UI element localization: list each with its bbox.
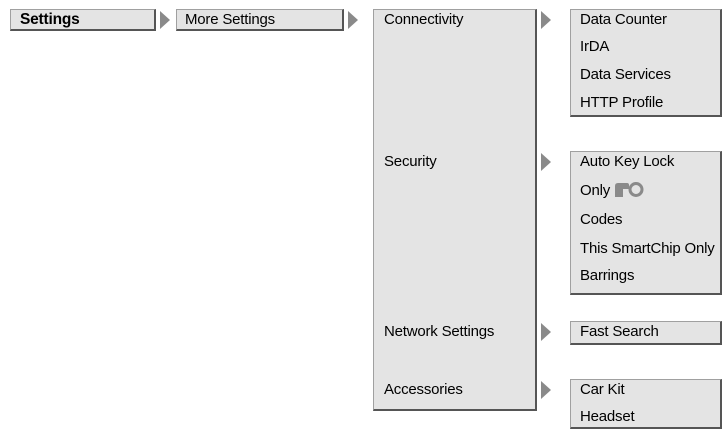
submenu-arrow-icon <box>541 381 551 399</box>
menu-item-auto-key-lock[interactable]: Auto Key Lock <box>580 153 675 170</box>
key-lock-icon <box>615 182 644 197</box>
menu-item-fast-search[interactable]: Fast Search <box>580 323 659 340</box>
menu-item-connectivity[interactable]: Connectivity <box>384 11 464 28</box>
menu-item-data-counter[interactable]: Data Counter <box>580 11 667 28</box>
menu-item-headset[interactable]: Headset <box>580 408 635 425</box>
menu-item-network-settings[interactable]: Network Settings <box>384 323 495 340</box>
menu-item-only[interactable]: Only <box>580 180 646 200</box>
network-submenu-box <box>570 321 722 345</box>
submenu-arrow-icon <box>541 153 551 171</box>
security-submenu-box <box>570 151 722 295</box>
menu-item-security[interactable]: Security <box>384 153 437 170</box>
menu-item-barrings[interactable]: Barrings <box>580 267 635 284</box>
menu-item-car-kit[interactable]: Car Kit <box>580 381 625 398</box>
menu-item-accessories[interactable]: Accessories <box>384 381 463 398</box>
menu-item-only-label: Only <box>580 182 611 199</box>
menu-item-more-settings: More Settings <box>185 11 275 28</box>
menu-item-irda[interactable]: IrDA <box>580 38 610 55</box>
menu-item-this-smartchip-only[interactable]: This SmartChip Only <box>580 240 715 257</box>
more-settings-submenu-column <box>373 9 537 411</box>
submenu-arrow-icon <box>348 11 358 29</box>
more-settings-menu-box[interactable] <box>176 9 344 31</box>
submenu-arrow-icon <box>541 11 551 29</box>
menu-item-http-profile[interactable]: HTTP Profile <box>580 94 664 111</box>
menu-item-settings: Settings <box>20 11 80 28</box>
accessories-submenu-box <box>570 379 722 429</box>
submenu-arrow-icon <box>541 323 551 341</box>
settings-menu-box[interactable] <box>10 9 156 31</box>
menu-item-data-services[interactable]: Data Services <box>580 66 671 83</box>
submenu-arrow-icon <box>160 11 170 29</box>
menu-item-codes[interactable]: Codes <box>580 211 623 228</box>
connectivity-submenu-box <box>570 9 722 117</box>
